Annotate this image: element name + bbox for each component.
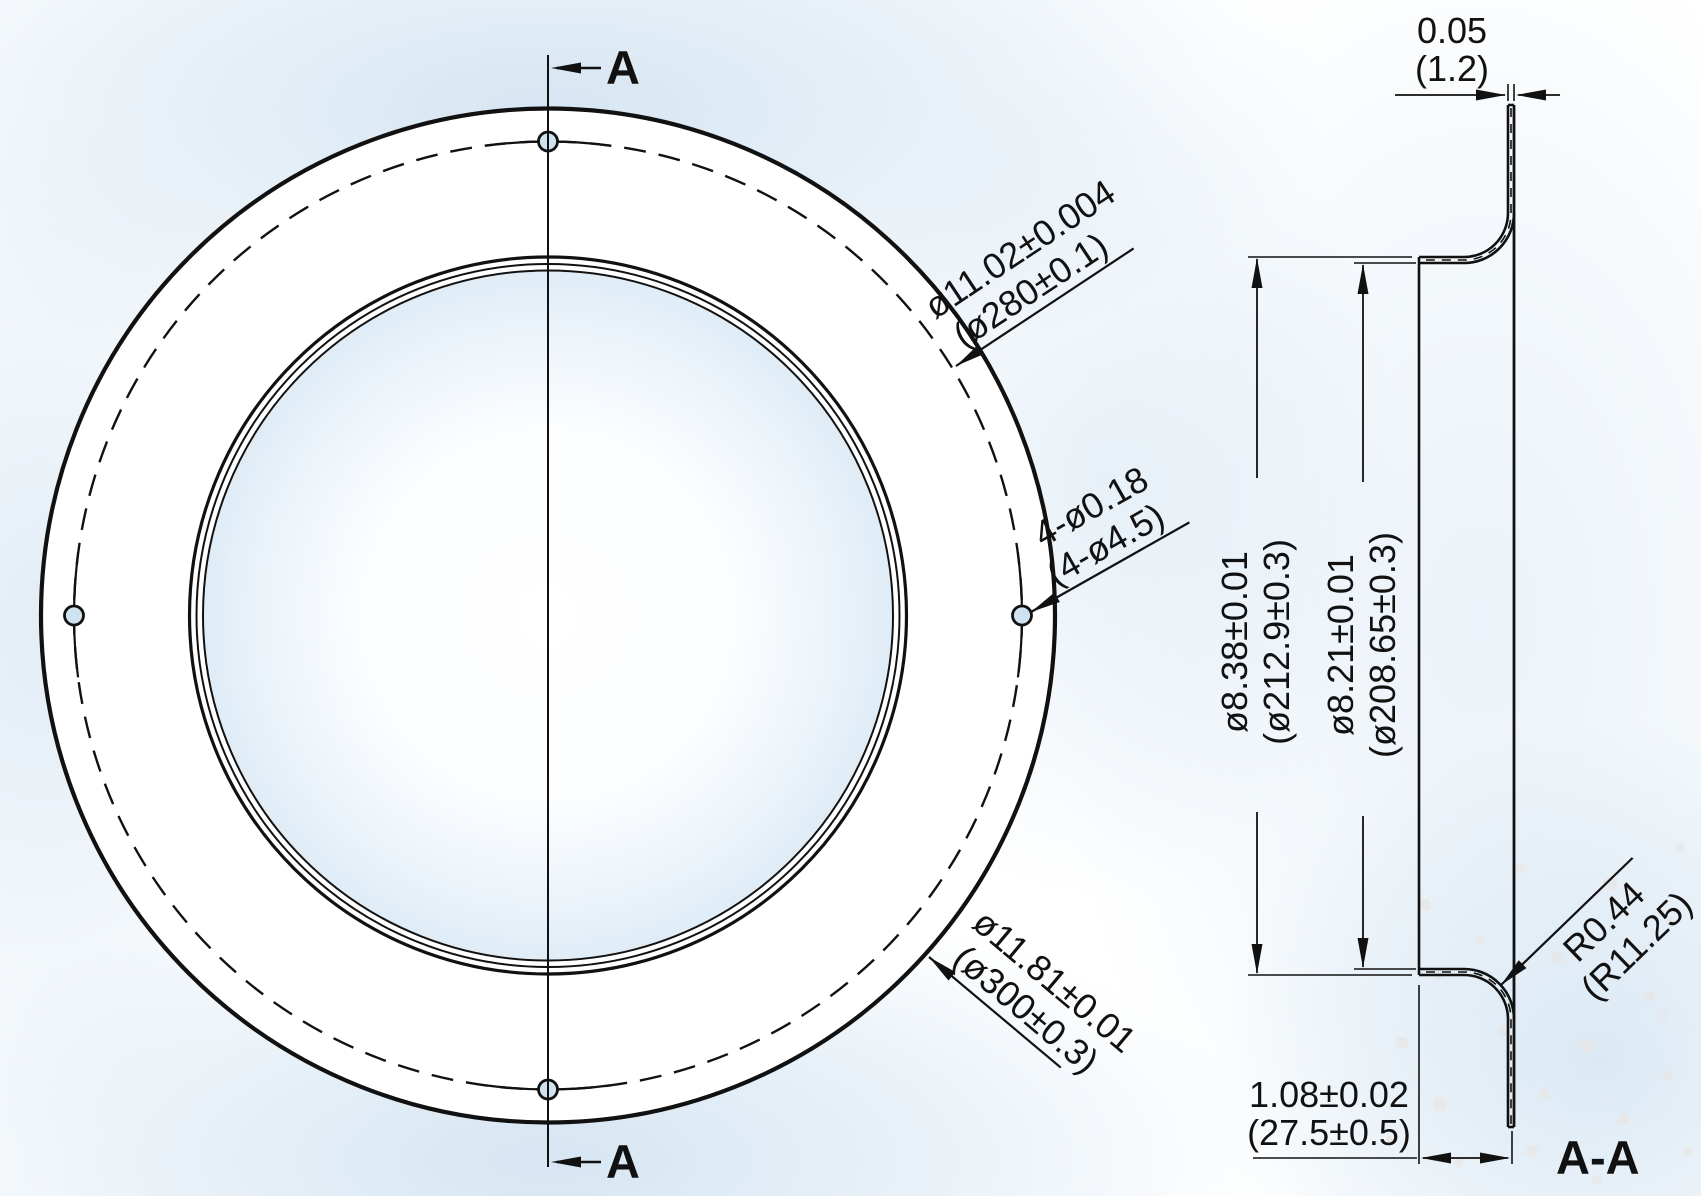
dim-flange-id: ø8.21±0.01 (ø208.65±0.3) bbox=[1320, 262, 1416, 970]
depth-dim-mm: (27.5±0.5) bbox=[1247, 1112, 1411, 1153]
mounting-hole-left bbox=[63, 604, 85, 627]
dim-thickness: 0.05 (1.2) bbox=[1395, 10, 1560, 101]
section-view-title: A-A bbox=[1556, 1131, 1640, 1184]
section-profile bbox=[1417, 103, 1516, 1129]
depth-dim-inch: 1.08±0.02 bbox=[1249, 1074, 1409, 1115]
top-curve-inner bbox=[1463, 212, 1510, 259]
thickness-dim-mm: (1.2) bbox=[1415, 48, 1489, 89]
dim-depth: 1.08±0.02 (27.5±0.5) bbox=[1247, 985, 1513, 1164]
flange-od-dim-inch: ø8.38±0.01 bbox=[1214, 551, 1255, 733]
section-arrow-bottom: A bbox=[551, 1135, 640, 1188]
dot-speckle-pattern bbox=[1386, 843, 1693, 1185]
section-view: 0.05 (1.2) ø8.38±0.01 (ø212.9±0.3) bbox=[1214, 10, 1700, 1184]
thickness-dim-inch: 0.05 bbox=[1417, 10, 1487, 51]
top-curve-outer bbox=[1463, 212, 1516, 265]
section-label-top: A bbox=[606, 41, 640, 94]
section-arrow-top: A bbox=[551, 41, 640, 94]
bottom-curve-outer bbox=[1463, 967, 1516, 1020]
section-label-bottom: A bbox=[606, 1135, 640, 1188]
bottom-curve-inner bbox=[1463, 973, 1510, 1020]
mounting-hole-right bbox=[1011, 604, 1033, 627]
flange-id-dim-mm: (ø208.65±0.3) bbox=[1362, 532, 1403, 758]
flange-od-dim-mm: (ø212.9±0.3) bbox=[1256, 539, 1297, 745]
sheet-centerline-top bbox=[1426, 108, 1512, 261]
glow-bottom-right bbox=[1220, 720, 1701, 1196]
flange-id-dim-inch: ø8.21±0.01 bbox=[1320, 554, 1361, 736]
dim-flange-od: ø8.38±0.01 (ø212.9±0.3) bbox=[1214, 256, 1412, 976]
